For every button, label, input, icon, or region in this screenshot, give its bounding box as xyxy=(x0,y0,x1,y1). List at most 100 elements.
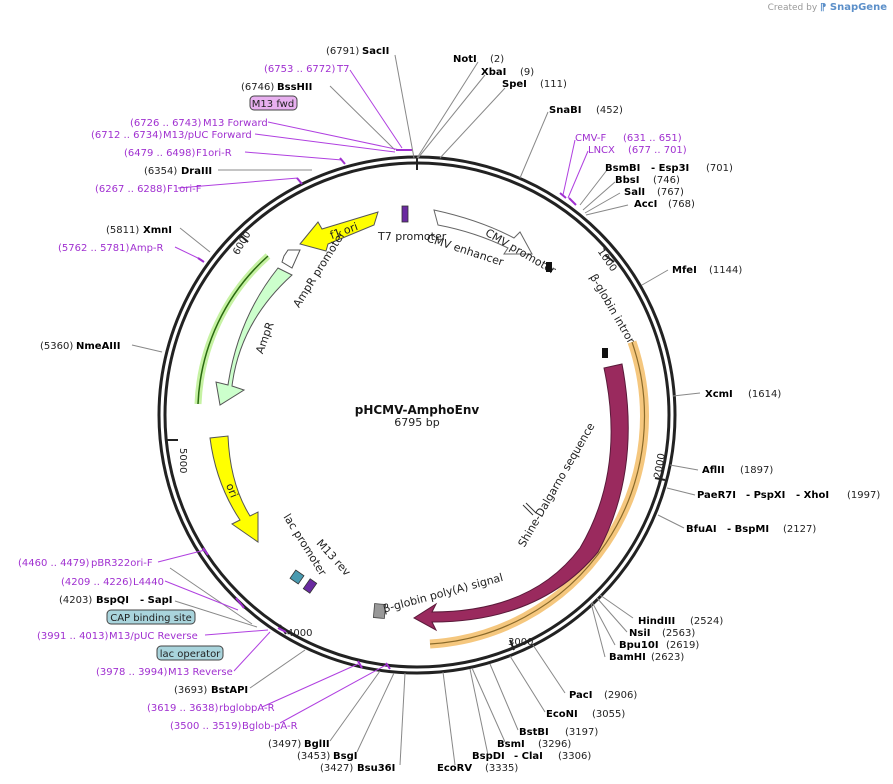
amp-r-pos: (5762 .. 5781) xyxy=(58,243,130,254)
notI-name: NotI xyxy=(453,54,477,65)
m13-reverse-pos: (3978 .. 3994) xyxy=(96,667,168,678)
plasmid-size: 6795 bp xyxy=(394,416,439,429)
bssHII-pos: (6746) xyxy=(241,82,274,93)
mfeI-name: MfeI xyxy=(672,265,697,276)
tick-label-5000: 5000 xyxy=(177,448,188,473)
m13-rev-mark xyxy=(302,578,318,594)
xcmI-name: XcmI xyxy=(705,389,733,400)
accI-name: AccI xyxy=(634,199,657,210)
m13puc-rev-pos: (3991 .. 4013) xyxy=(37,631,109,642)
ecoNI-pos: (3055) xyxy=(592,709,625,720)
pbr322-pos: (4460 .. 4479) xyxy=(18,558,90,569)
env-highlight-line xyxy=(429,341,646,645)
nsiI-name: NsiI xyxy=(629,628,650,639)
bglob-pa-r-name: Bglob-pA-R xyxy=(242,721,298,732)
paeR7I-pos: (1997) xyxy=(847,490,880,501)
nsiI-pos: (2563) xyxy=(662,628,695,639)
ampr-highlight-line xyxy=(197,255,269,405)
cmv-enhancer-feature xyxy=(433,209,533,255)
nmeAIII-name: NmeAIII xyxy=(76,341,120,352)
bstAPI-name: BstAPI xyxy=(211,685,248,696)
f1ori-r-name: F1ori-R xyxy=(196,148,232,159)
bsmBI-name: BsmBI xyxy=(605,163,640,174)
accI-pos: (768) xyxy=(668,199,695,210)
cap-binding-box xyxy=(106,609,196,625)
bspDI-name: BspDI xyxy=(472,751,505,762)
bsmI-name: BsmI xyxy=(497,739,525,750)
t7-pos: (6753 .. 6772) xyxy=(264,64,336,75)
right-labels: SnaBI (452) CMV-F (631 .. 651) LNCX (677… xyxy=(437,105,880,774)
xbaI-name: XbaI xyxy=(481,67,506,78)
bsgI-name: BsgI xyxy=(333,751,357,762)
l4440-name: L4440 xyxy=(133,577,164,588)
m13puc-rev-name: M13/pUC Reverse xyxy=(109,631,198,642)
claI-name: - ClaI xyxy=(514,751,543,762)
ori-feature xyxy=(209,435,259,543)
tick-2000 xyxy=(654,477,666,481)
tick-3000 xyxy=(509,639,515,651)
bglobin-intron-end xyxy=(602,348,608,358)
esp3I-name: - Esp3I xyxy=(651,163,689,174)
t7-name: T7 xyxy=(336,64,349,75)
lncx-pos: (677 .. 701) xyxy=(628,145,687,156)
notI-pos: (2) xyxy=(490,54,504,65)
bfuAI-pos: (2127) xyxy=(783,524,816,535)
tick-6000 xyxy=(239,234,249,243)
bsgI-pos: (3453) xyxy=(297,751,330,762)
primer-marks xyxy=(197,149,577,670)
ampr-label: AmpR xyxy=(253,320,277,356)
plasmid-name: pHCMV-AmphoEnv xyxy=(355,403,480,417)
bglII-pos: (3497) xyxy=(268,739,301,750)
sacII-name: SacII xyxy=(362,46,389,57)
bglobin-intron-start xyxy=(546,262,552,272)
polya-feature xyxy=(372,603,387,619)
snaBI-pos: (452) xyxy=(596,105,623,116)
leader-lines xyxy=(131,54,701,766)
pacI-pos: (2906) xyxy=(604,690,637,701)
aflII-pos: (1897) xyxy=(740,465,773,476)
lac-operator-mark xyxy=(289,569,305,585)
lncx-name: LNCX xyxy=(588,145,615,156)
bspDI-pos: (3306) xyxy=(558,751,591,762)
bsu36I-pos: (3427) xyxy=(320,763,353,774)
paeR7I-name: PaeR7I xyxy=(697,490,736,501)
f1-ori-feature xyxy=(299,211,379,252)
bsu36I-name: Bsu36I xyxy=(357,763,395,774)
left-labels: (6791) SacII (6753 .. 6772) T7 (6746) Bs… xyxy=(40,46,567,352)
bbsI-pos: (746) xyxy=(653,175,680,186)
tick-label-3000: 3000 xyxy=(508,637,533,648)
bfuAI-name: BfuAI xyxy=(686,524,717,535)
snaBI-name: SnaBI xyxy=(549,105,581,116)
rbglobpa-r-pos: (3619 .. 3638) xyxy=(147,703,219,714)
amp-r-name: Amp-R xyxy=(130,243,164,254)
m13forward-name: M13 Forward xyxy=(203,118,268,129)
pacI-name: PacI xyxy=(569,690,592,701)
snapgene-credit: Created by ⁋ SnapGene xyxy=(768,2,887,13)
bamHI-pos: (2623) xyxy=(651,652,684,663)
bglII-name: BglII xyxy=(304,739,330,750)
m13puc-fwd-name: M13/pUC Forward xyxy=(163,130,252,141)
draIII-name: DraIII xyxy=(181,166,212,177)
bspQI-pos: (4203) xyxy=(59,595,92,606)
xcmI-pos: (1614) xyxy=(748,389,781,400)
m13puc-fwd-pos: (6712 .. 6734) xyxy=(91,130,163,141)
bglob-pa-r-pos: (3500 .. 3519) xyxy=(170,721,242,732)
hindIII-name: HindIII xyxy=(638,616,675,627)
primer-leaders xyxy=(157,69,589,724)
aflII-name: AflII xyxy=(702,465,725,476)
hindIII-pos: (2524) xyxy=(690,616,723,627)
snapgene-brand: SnapGene xyxy=(829,2,887,13)
snapgene-logo: ⁋ SnapGene xyxy=(820,2,887,13)
bstAPI-pos: (3693) xyxy=(174,685,207,696)
sacII-pos: (6791) xyxy=(326,46,359,57)
pspXI-name: - PspXI xyxy=(746,490,785,501)
xmnI-name: XmnI xyxy=(143,225,172,236)
bpu10I-pos: (2619) xyxy=(666,640,699,651)
lac-operator-label: lac operator xyxy=(160,649,221,660)
pbr322-name: pBR322ori-F xyxy=(91,558,153,569)
f1ori-r-pos: (6479 .. 6498) xyxy=(124,148,196,159)
xbaI-pos: (9) xyxy=(520,67,534,78)
tick-label-4000: 4000 xyxy=(287,628,312,639)
tick-1000 xyxy=(604,254,615,263)
